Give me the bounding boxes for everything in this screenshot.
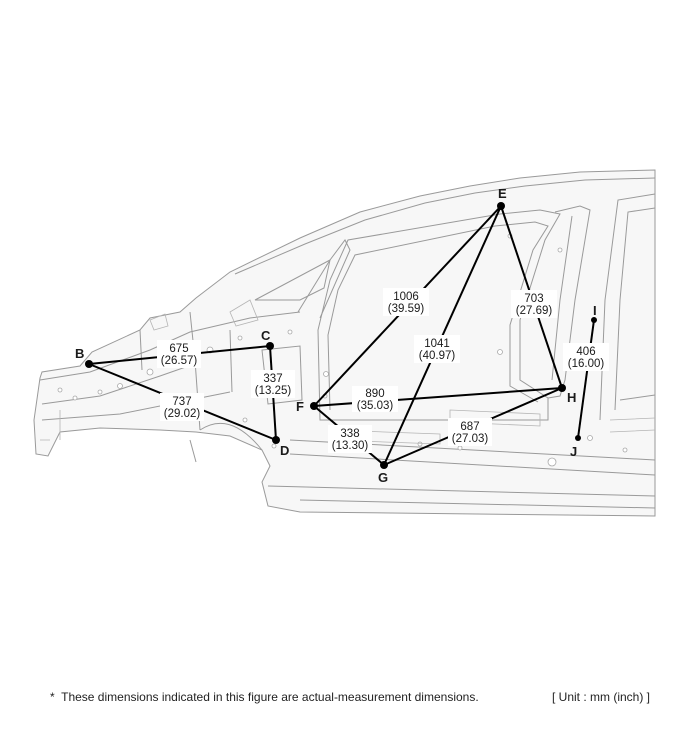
point-g-marker xyxy=(380,461,388,469)
line-i-j xyxy=(577,319,595,439)
point-b-label: B xyxy=(75,346,84,361)
point-e-marker xyxy=(497,202,505,210)
point-j-marker xyxy=(575,435,581,441)
dim-eh-mm: 703 xyxy=(524,293,543,305)
dim-gh-inch: (27.03) xyxy=(452,433,489,445)
dim-fg-inch: (13.30) xyxy=(332,440,369,452)
dim-bc-inch: (26.57) xyxy=(161,355,198,367)
dim-fg-mm: 338 xyxy=(340,428,359,440)
dimension-labels: 675 (26.57) 737 (29.02) 337 (13.25) 1006… xyxy=(157,288,609,453)
unit-label: [ Unit : mm (inch) ] xyxy=(551,690,650,704)
dim-fh-inch: (35.03) xyxy=(357,400,394,412)
dim-ij-mm: 406 xyxy=(576,346,595,358)
point-c-label: C xyxy=(261,328,271,343)
point-h-label: H xyxy=(567,390,576,405)
dim-eg-inch: (40.97) xyxy=(419,350,456,362)
point-b-marker xyxy=(85,360,93,368)
point-i-label: I xyxy=(593,303,597,318)
point-g-label: G xyxy=(378,470,388,485)
dim-ij-inch: (16.00) xyxy=(568,358,605,370)
dim-eg-mm: 1041 xyxy=(424,338,450,350)
point-h-marker xyxy=(558,384,566,392)
point-labels: B C D E F G H I J xyxy=(75,186,597,485)
footnote-text: * These dimensions indicated in this fig… xyxy=(50,690,479,704)
point-f-label: F xyxy=(296,399,304,414)
dim-ef-inch: (39.59) xyxy=(388,303,425,315)
point-c-marker xyxy=(266,342,274,350)
point-e-label: E xyxy=(498,186,507,201)
dim-bd-inch: (29.02) xyxy=(164,408,201,420)
point-d-marker xyxy=(272,436,280,444)
dim-bc-mm: 675 xyxy=(169,343,188,355)
dim-cd-inch: (13.25) xyxy=(255,385,292,397)
point-f-marker xyxy=(310,402,318,410)
measurement-points xyxy=(85,202,597,469)
point-j-label: J xyxy=(570,444,577,459)
dim-bd-mm: 737 xyxy=(172,396,191,408)
point-i-marker xyxy=(591,317,597,323)
car-body-outline xyxy=(33,169,656,517)
dim-eh-inch: (27.69) xyxy=(516,305,553,317)
dim-gh-mm: 687 xyxy=(460,421,479,433)
point-d-label: D xyxy=(280,443,289,458)
dim-cd-mm: 337 xyxy=(263,373,282,385)
dim-fh-mm: 890 xyxy=(365,388,384,400)
dim-ef-mm: 1006 xyxy=(393,291,419,303)
